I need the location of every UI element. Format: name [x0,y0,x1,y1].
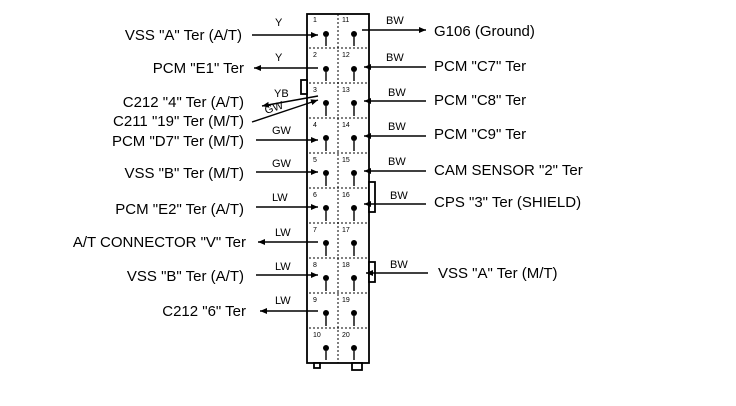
pin-13: 13 [342,87,357,116]
pin-3: 3 [313,87,329,116]
circuit-label: PCM "D7" Ter (M/T) [112,133,244,150]
pin-number: 4 [313,122,317,129]
circuit-label: VSS "A" Ter (M/T) [438,265,558,282]
pin-10: 10 [313,332,329,360]
wire-color: LW [272,192,288,204]
pin-12: 12 [342,52,357,81]
wire-color: BW [388,156,406,168]
left-connection-pin-4: GW PCM "D7" Ter (M/T) [112,125,318,150]
wire-color: BW [388,121,406,133]
pin-18: 18 [342,262,357,291]
pin-4: 4 [313,122,329,151]
pin-number: 5 [313,157,317,164]
pin-number: 12 [342,52,350,59]
wire-color: BW [388,87,406,99]
pin-number: 10 [313,332,321,339]
circuit-label: PCM "E2" Ter (A/T) [115,201,244,218]
wire-color: Y [275,17,283,29]
circuit-label: C212 "6" Ter [162,303,246,320]
circuit-label: PCM "E1" Ter [153,60,244,77]
pin-19: 19 [342,297,357,326]
circuit-label: CPS "3" Ter (SHIELD) [434,194,581,211]
circuit-label: PCM "C9" Ter [434,126,526,143]
right-connection-pin-18: BW VSS "A" Ter (M/T) [366,259,558,282]
circuit-label: G106 (Ground) [434,23,535,40]
pin-6: 6 [313,192,329,221]
right-connection-pin-15: BW CAM SENSOR "2" Ter [364,156,583,179]
left-connection-pin-6: LW PCM "E2" Ter (A/T) [115,192,318,218]
left-connection-pin-3-at: YB C212 "4" Ter (A/T) [123,88,319,111]
pin-number: 16 [342,192,350,199]
circuit-label: CAM SENSOR "2" Ter [434,162,583,179]
pin-9: 9 [313,297,329,326]
left-connection-pin-8: LW VSS "B" Ter (A/T) [127,261,318,285]
circuit-label: VSS "B" Ter (A/T) [127,268,244,285]
pin-17: 17 [342,227,357,256]
right-connection-pin-11: BW G106 (Ground) [362,15,535,40]
pin-number: 13 [342,87,350,94]
circuit-label: PCM "C8" Ter [434,92,526,109]
pin-number: 18 [342,262,350,269]
pin-15: 15 [342,157,357,186]
wire-color: BW [386,52,404,64]
pin-number: 2 [313,52,317,59]
wire-color: BW [390,259,408,271]
pin-number: 3 [313,87,317,94]
wire-color: GW [272,158,292,170]
wire-color: LW [275,261,291,273]
right-connection-pin-12: BW PCM "C7" Ter [364,52,526,75]
pin-number: 20 [342,332,350,339]
right-connection-pin-14: BW PCM "C9" Ter [364,121,526,143]
pin-7: 7 [313,227,329,256]
wire-color: LW [275,227,291,239]
wire-color: LW [275,295,291,307]
left-connection-pin-3-mt: GW C211 "19" Ter (M/T) [113,99,319,130]
wire-color: BW [390,190,408,202]
pin-20: 20 [342,332,357,360]
circuit-label: PCM "C7" Ter [434,58,526,75]
pin-1: 1 [313,17,329,46]
left-connection-pin-2: Y PCM "E1" Ter [153,52,318,77]
pin-11: 11 [342,17,357,46]
wire-color: YB [274,88,289,100]
left-connection-pin-1: Y VSS "A" Ter (A/T) [125,17,318,44]
pin-8: 8 [313,262,329,291]
pin-number: 1 [313,17,317,24]
wire-color: Y [275,52,283,64]
pin-number: 14 [342,122,350,129]
pin-number: 9 [313,297,317,304]
right-connection-pin-16: BW CPS "3" Ter (SHIELD) [364,190,581,211]
pin-5: 5 [313,157,329,186]
pin-number: 8 [313,262,317,269]
circuit-label: C212 "4" Ter (A/T) [123,94,244,111]
left-connection-pin-7: LW A/T CONNECTOR "V" Ter [73,227,318,251]
pin-number: 17 [342,227,350,234]
pin-number: 7 [313,227,317,234]
connector-body [300,13,376,371]
wire-color: GW [263,99,285,116]
pin-number: 19 [342,297,350,304]
wire-color: BW [386,15,404,27]
circuit-label: VSS "B" Ter (M/T) [124,165,244,182]
left-connection-pin-5: GW VSS "B" Ter (M/T) [124,158,318,182]
circuit-label: A/T CONNECTOR "V" Ter [73,234,246,251]
pin-number: 15 [342,157,350,164]
circuit-label: VSS "A" Ter (A/T) [125,27,242,44]
right-connection-pin-13: BW PCM "C8" Ter [364,87,526,109]
pin-16: 16 [342,192,357,221]
pin-number: 6 [313,192,317,199]
pin-14: 14 [342,122,357,151]
pin-number: 11 [342,17,349,24]
pin-2: 2 [313,52,329,81]
left-connection-pin-9: LW C212 "6" Ter [162,295,318,320]
circuit-label: C211 "19" Ter (M/T) [113,113,244,130]
wire-color: GW [272,125,292,137]
